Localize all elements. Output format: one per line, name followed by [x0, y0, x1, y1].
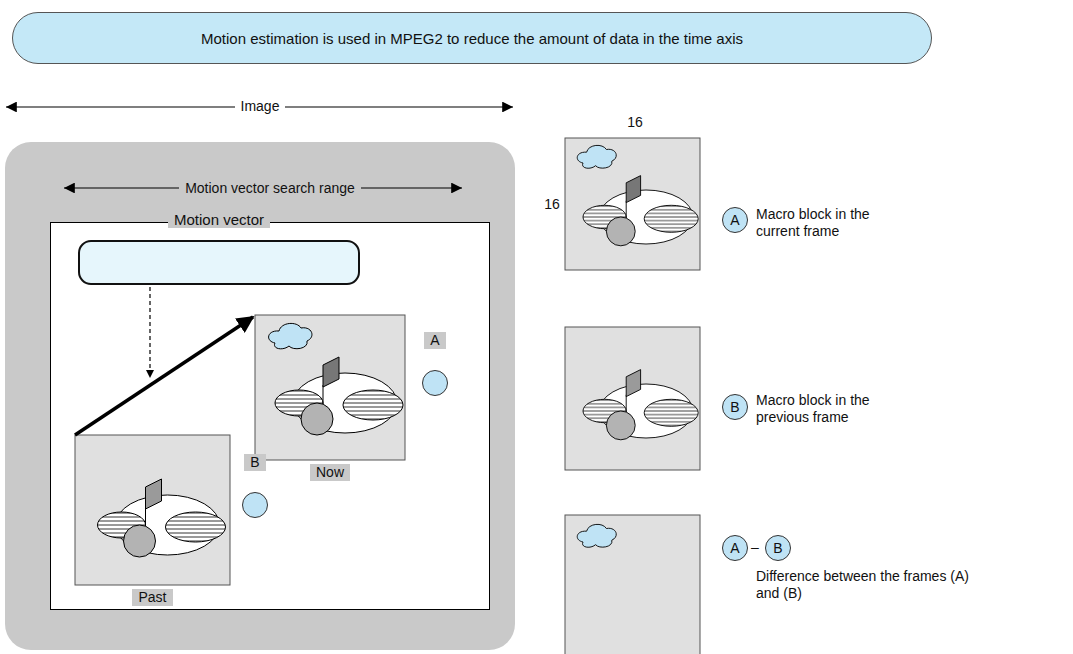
callout-circle: A [722, 207, 748, 233]
macro-block [75, 435, 230, 585]
node-label: Image [235, 98, 286, 115]
block-content [583, 370, 698, 440]
cloud-object [577, 524, 616, 547]
callout-letter: B [730, 399, 739, 416]
block-content [275, 357, 403, 435]
node-label: Motion vector search range [179, 180, 361, 197]
block-content [583, 176, 698, 246]
callout-circle: B [765, 535, 791, 561]
label-slot: Macro block in the current frame [756, 206, 896, 240]
dimension-label: 16 [540, 196, 564, 213]
macro-block [565, 138, 700, 270]
node-label: Motion estimation is used in MPEG2 to re… [201, 30, 743, 47]
callout-letter: A [730, 540, 739, 557]
minus-sign: – [751, 539, 765, 556]
macro-block [565, 327, 700, 470]
label-slot: Difference between the frames (A) and (B… [756, 568, 971, 602]
callout-circle: A [422, 370, 448, 396]
past-macro-block: Past [75, 435, 230, 585]
node-label: Now [310, 464, 350, 481]
callout-letter: A [424, 332, 445, 349]
description-text: Macro block in the previous frame [756, 392, 906, 426]
motion-vector-label-box: Motion vector [78, 240, 360, 285]
label-slot: Macro block in the previous frame [756, 392, 906, 426]
leader-line [149, 287, 150, 378]
block-content [98, 479, 226, 557]
callout-letter: B [773, 540, 782, 557]
callout-circle: B [242, 492, 268, 518]
search-range-area [50, 222, 490, 610]
title-band: Motion estimation is used in MPEG2 to re… [12, 12, 932, 64]
label-slot: 16 [620, 114, 650, 131]
cloud-object [269, 323, 312, 348]
macro-block [565, 515, 700, 654]
callout-circle: B [722, 394, 748, 420]
callout-circle: A [722, 535, 748, 561]
description-text: Difference between the frames (A) and (B… [756, 568, 971, 602]
callout-letter: A [730, 212, 739, 229]
node-label: Motion vector [168, 211, 270, 228]
image-region: ImageMotion vector search rangeMotion ve… [5, 142, 515, 650]
macro-block [255, 315, 405, 460]
current-macro-block: Now [255, 315, 405, 460]
label-slot: – [751, 539, 765, 556]
image-area [5, 142, 515, 650]
callout-letter: B [244, 454, 265, 471]
dimension-label: 16 [620, 114, 650, 131]
node-label: Past [132, 589, 172, 606]
motion-vector-arrow [75, 317, 253, 435]
description-text: Macro block in the current frame [756, 206, 896, 240]
label-slot: 16 [540, 196, 564, 213]
cloud-object [577, 145, 616, 168]
search-range-box: Motion vector search rangeMotion vectorN… [50, 222, 490, 610]
